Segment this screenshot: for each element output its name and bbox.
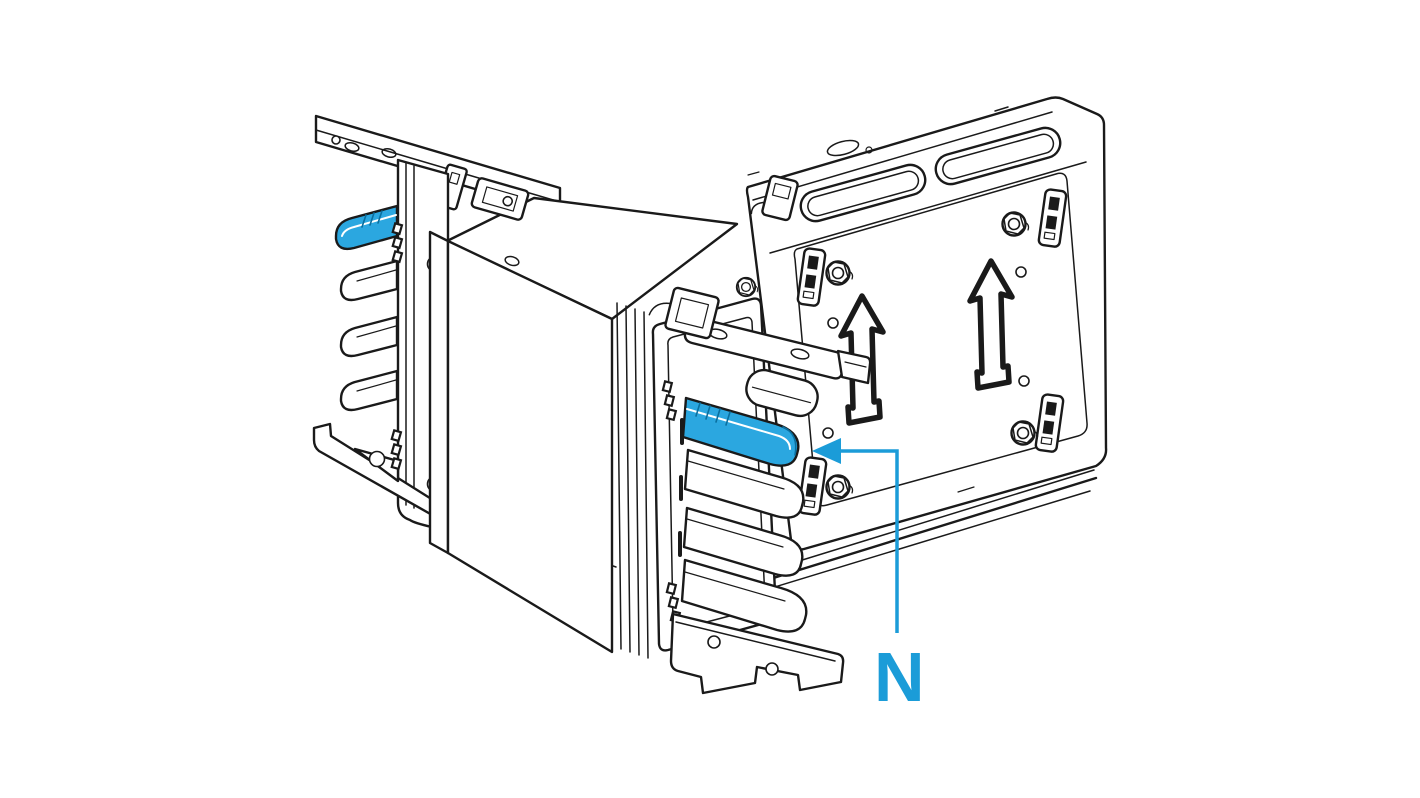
front-connector [616,276,872,695]
joint-clamp [470,177,530,221]
column-face [446,239,614,654]
top-oval-hole [826,139,860,157]
hex-bolt-icon [735,276,759,298]
front-busbar [680,558,808,633]
panel-inner-border [793,172,1088,507]
front-busbar-top [745,368,819,418]
right-panel [662,96,1108,622]
left-busbar [339,315,399,358]
left-neutral-busbar [334,204,399,251]
front-busbar [683,448,805,519]
center-column [428,230,614,654]
connector-foot-bracket [669,612,845,695]
joint-clamp [648,286,720,340]
neutral-label: N [874,638,925,716]
front-busbar [682,506,804,577]
top-run-and-beam [314,114,739,321]
neutral-callout: N [812,438,925,716]
callout-arrow-icon [812,438,841,464]
top-vent-slot [799,163,927,223]
up-arrow-icon [967,258,1015,391]
panel-edge-clamp [750,174,799,222]
top-vent-slot [934,126,1062,186]
callout-leader-line [840,449,899,633]
left-busbar [339,369,399,412]
left-busbar [339,259,399,302]
bottom-bracket [312,422,443,522]
